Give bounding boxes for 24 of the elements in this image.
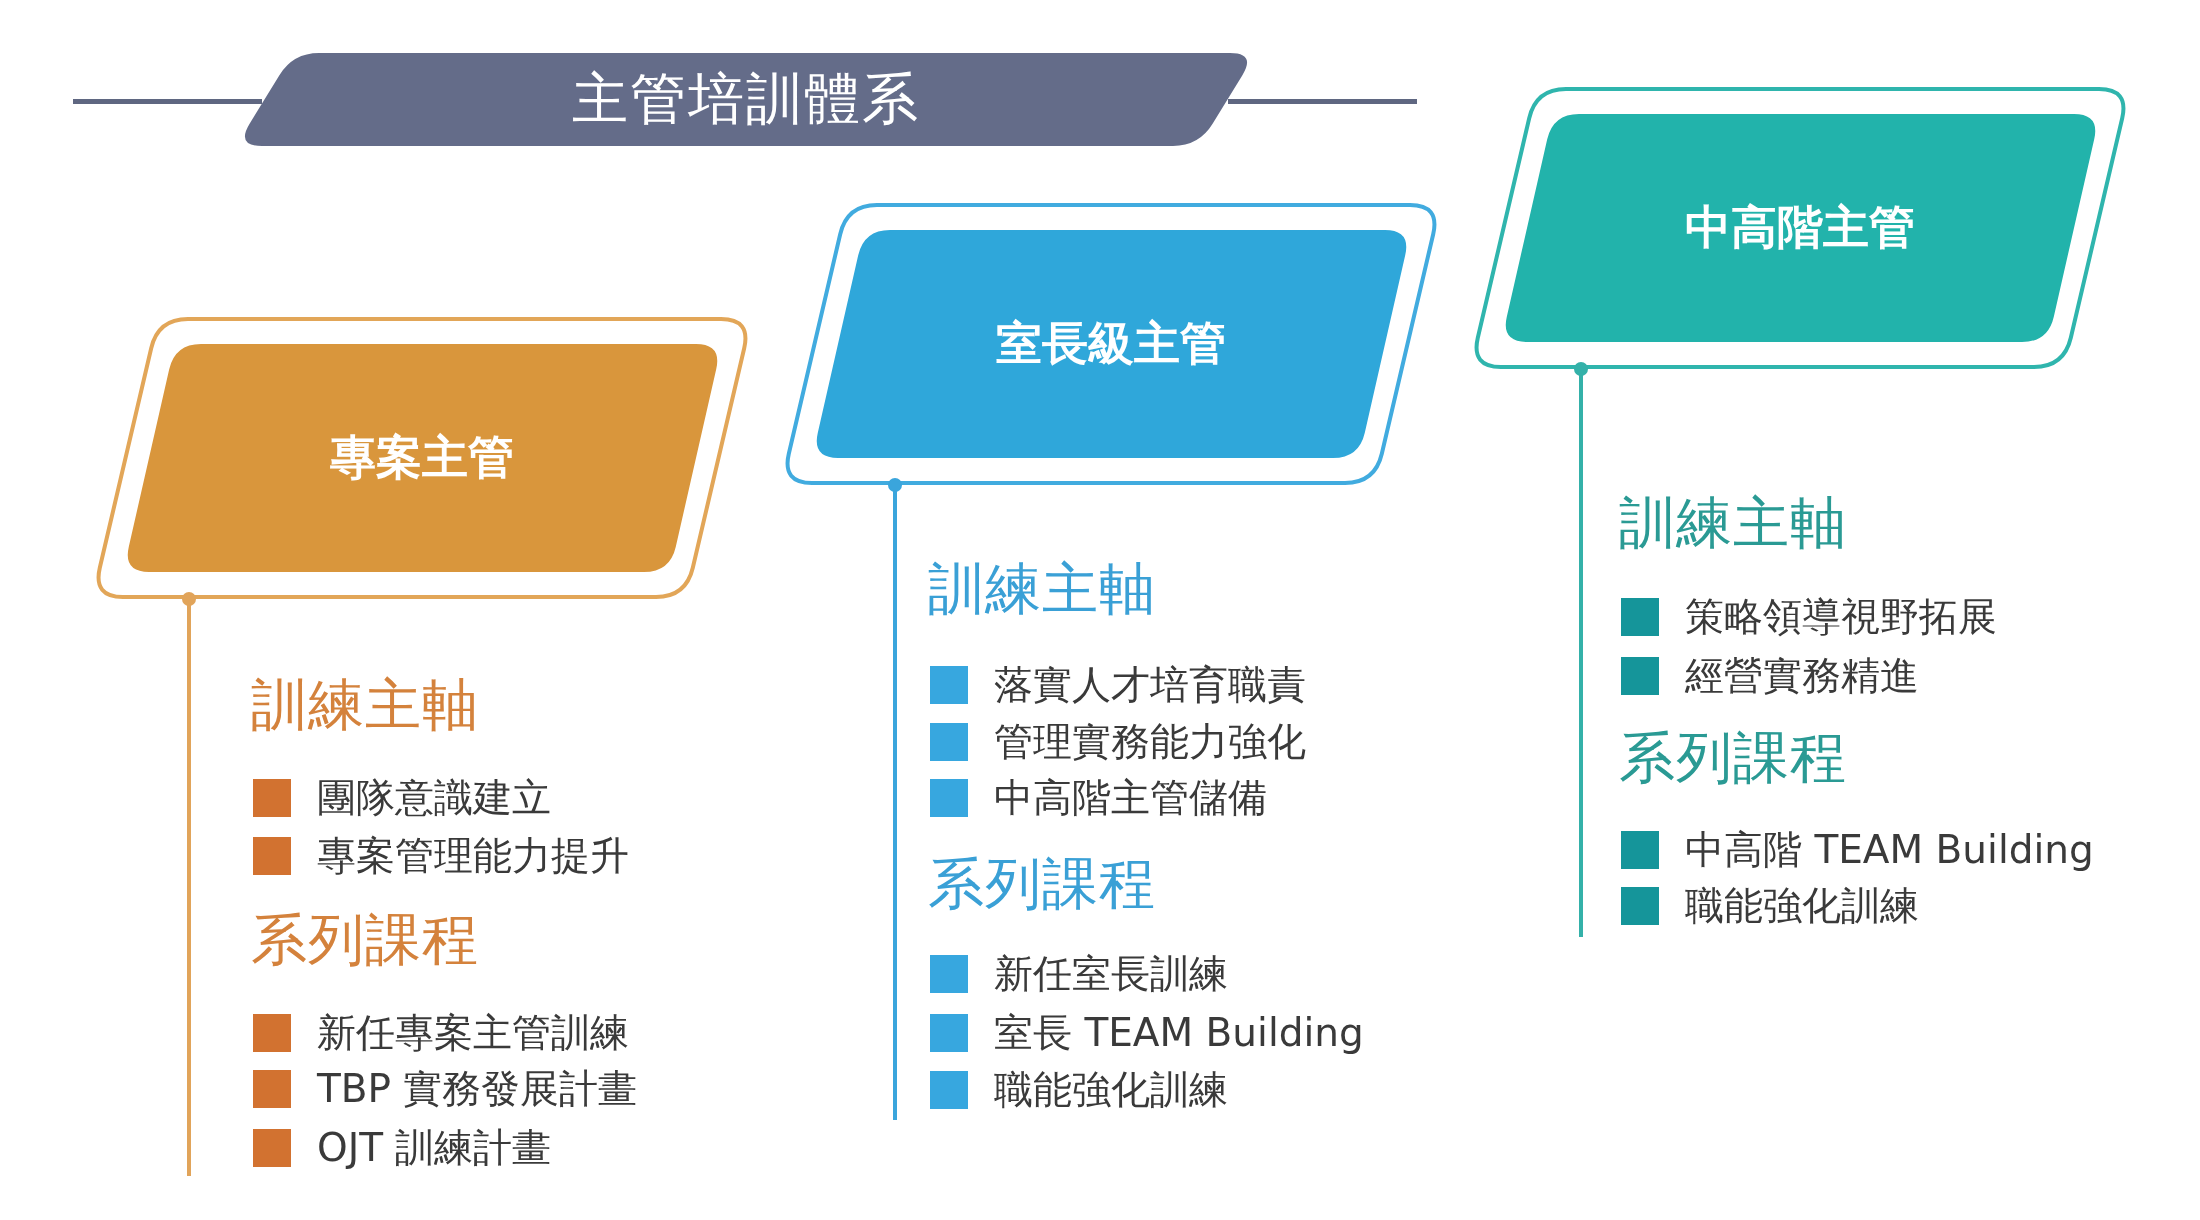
list-item: 專案管理能力提升 xyxy=(317,832,629,880)
section-heading: 訓練主軸 xyxy=(928,555,1156,623)
list-item: TBP 實務發展計畫 xyxy=(317,1065,638,1113)
section-heading: 訓練主軸 xyxy=(1619,489,1847,557)
list-item: 中高階 TEAM Building xyxy=(1685,826,2094,874)
section-heading: 系列課程 xyxy=(928,850,1156,918)
section-heading: 訓練主軸 xyxy=(251,671,479,739)
list-item: 新任專案主管訓練 xyxy=(317,1009,629,1057)
list-item: 職能強化訓練 xyxy=(1685,882,1919,930)
list-item: 中高階主管儲備 xyxy=(994,774,1267,822)
list-item: 團隊意識建立 xyxy=(317,774,551,822)
list-item: 落實人才培育職責 xyxy=(994,661,1306,709)
list-item: OJT 訓練計畫 xyxy=(317,1124,552,1172)
stem-line xyxy=(1574,362,1588,937)
list-item: 經營實務精進 xyxy=(1685,652,1919,700)
section-heading: 系列課程 xyxy=(251,906,479,974)
stem-line xyxy=(888,478,902,1120)
section-heading: 系列課程 xyxy=(1619,724,1847,792)
list-item: 職能強化訓練 xyxy=(994,1066,1228,1114)
list-item: 室長 TEAM Building xyxy=(994,1009,1364,1057)
stem-line xyxy=(182,592,196,1176)
list-item: 策略領導視野拓展 xyxy=(1685,593,1997,641)
list-item: 新任室長訓練 xyxy=(994,950,1228,998)
list-item: 管理實務能力強化 xyxy=(994,718,1306,766)
